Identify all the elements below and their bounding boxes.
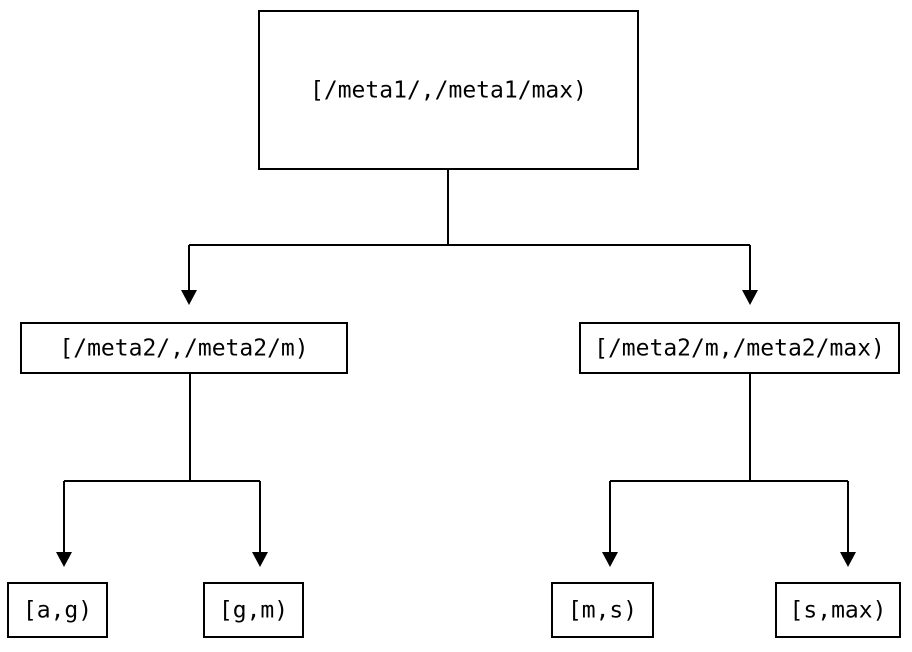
edge-root-to-meta2-right [447, 169, 758, 305]
node-leaf-m-s[interactable]: [m,s) [551, 582, 654, 638]
edge-meta2-left-to-leaf-g-m [189, 373, 268, 567]
node-box[interactable] [203, 582, 304, 638]
node-box[interactable] [258, 10, 639, 170]
edges-layer [56, 169, 856, 567]
node-meta2-right[interactable]: [/meta2/m,/meta2/max) [579, 322, 900, 374]
node-box[interactable] [7, 582, 108, 638]
arrowhead-icon [181, 290, 197, 305]
node-box[interactable] [775, 582, 901, 638]
node-label: [m,s) [568, 598, 637, 624]
edge-meta2-left-to-leaf-a-g [56, 373, 191, 567]
arrowhead-icon [56, 552, 72, 567]
arrowhead-icon [602, 552, 618, 567]
edge-meta2-right-to-leaf-m-s [602, 373, 751, 567]
arrowhead-icon [252, 552, 268, 567]
node-leaf-a-g[interactable]: [a,g) [7, 582, 108, 638]
node-label: [g,m) [219, 598, 288, 624]
node-box[interactable] [551, 582, 654, 638]
node-leaf-g-m[interactable]: [g,m) [203, 582, 304, 638]
edge-root-to-meta2-left [181, 169, 449, 305]
arrowhead-icon [742, 290, 758, 305]
node-leaf-s-max[interactable]: [s,max) [775, 582, 901, 638]
node-label: [s,max) [790, 598, 887, 624]
node-label: [/meta2/,/meta2/m) [59, 336, 308, 362]
node-label: [a,g) [23, 598, 92, 624]
node-label: [/meta1/,/meta1/max) [310, 78, 587, 104]
arrowhead-icon [840, 552, 856, 567]
node-label: [/meta2/m,/meta2/max) [594, 336, 885, 362]
edge-meta2-right-to-leaf-s-max [749, 373, 856, 567]
node-box[interactable] [20, 322, 348, 374]
node-meta2-left[interactable]: [/meta2/,/meta2/m) [20, 322, 348, 374]
node-box[interactable] [579, 322, 900, 374]
node-root[interactable]: [/meta1/,/meta1/max) [258, 10, 639, 170]
nodes-layer: [/meta1/,/meta1/max) [/meta2/,/meta2/m) [/… [7, 10, 901, 638]
